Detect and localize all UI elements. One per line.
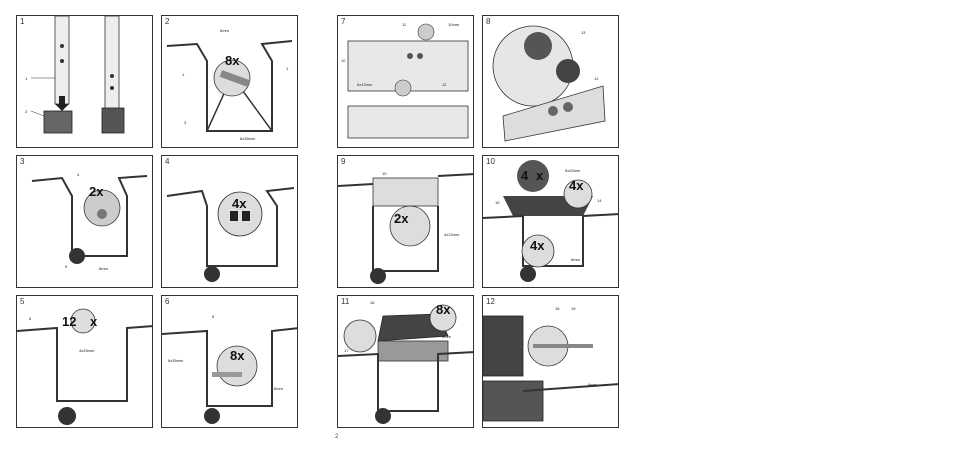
callout-label: 1: [25, 76, 28, 81]
step-number: 7: [341, 17, 346, 26]
callout-label: 11: [402, 22, 407, 27]
callout-label: 18: [555, 306, 560, 311]
quantity-label: 12: [62, 314, 77, 329]
control-panel-illustration: [347, 23, 469, 139]
step-number: 10: [486, 157, 495, 166]
callout-label: 6mm: [274, 386, 283, 391]
callout-label: 3: [184, 120, 187, 125]
callout-label: 14: [597, 198, 602, 203]
step-number: 12: [486, 297, 495, 306]
callout-label: 4x12mm: [444, 232, 460, 237]
callout-label: 10mm: [448, 22, 460, 27]
step-number: 5: [20, 297, 25, 306]
step-7-panel: 7 11 10mm 10 6x12mm 12: [337, 15, 474, 148]
page-number: 2: [335, 434, 339, 440]
callout-label: 19: [571, 306, 576, 311]
callout-label: 6mm: [442, 334, 451, 339]
callout-label: 6x35mm: [168, 358, 184, 363]
step-number: 11: [341, 297, 350, 306]
callout-label: 1: [182, 72, 185, 77]
quantity-label: 8x: [436, 302, 451, 317]
callout-label: 5: [65, 264, 68, 269]
step-1-panel: 1 1 2: [16, 15, 153, 148]
frame-caps-illustration: [166, 187, 295, 282]
callout-label: 6x35mm: [240, 136, 256, 141]
leg-assembly-illustration: [30, 16, 125, 134]
step-11-panel: 11 16 8x 17 6mm: [337, 295, 474, 428]
step-number: 9: [341, 157, 346, 166]
wheel-assembly-illustration: [31, 175, 148, 264]
quantity-label: x: [536, 168, 544, 183]
callout-label: 15: [495, 200, 500, 205]
callout-label: 10: [341, 58, 346, 63]
step-number: 8: [486, 17, 491, 26]
step-number: 6: [165, 297, 170, 306]
quantity-label: 8x: [225, 53, 240, 68]
step-5-panel: 5 6 12 x 4x25mm: [16, 295, 153, 428]
quantity-label: 2x: [394, 211, 409, 226]
callout-label: 6: [29, 316, 32, 321]
callout-label: 2: [25, 109, 28, 114]
quantity-label: 4x: [232, 196, 247, 211]
firebox-illustration: [483, 160, 618, 282]
grill-body-illustration: [338, 173, 473, 284]
callout-label: 1: [286, 66, 289, 71]
quantity-label: x: [90, 314, 98, 329]
callout-label: 8mm: [99, 266, 108, 271]
quantity-label: 2x: [89, 184, 104, 199]
step-number: 2: [165, 17, 170, 26]
callout-label: 6mm: [571, 257, 580, 262]
step-2-panel: 2 6mm 8x 1 1 3 6x35mm: [161, 15, 298, 148]
lid-assembly-illustration: [338, 304, 473, 424]
side-shelf-illustration: [17, 308, 152, 425]
callout-label: 6x12mm: [357, 82, 373, 87]
callout-label: 4: [77, 172, 80, 177]
step-4-panel: 4 4x: [161, 155, 298, 288]
quantity-label: 4x: [530, 238, 545, 253]
callout-label: 17: [344, 348, 349, 353]
quantity-label: 4: [521, 168, 529, 183]
callout-label: 6mm: [220, 28, 229, 33]
step-3-panel: 3 4 2x 5 8mm: [16, 155, 153, 288]
callout-label: 12: [594, 76, 599, 81]
step-number: 4: [165, 157, 170, 166]
frame-assembly-illustration: [166, 40, 293, 132]
callout-label: 8: [212, 314, 215, 319]
callout-label: 13: [581, 30, 586, 35]
step-8-panel: 8 13 12: [482, 15, 619, 148]
step-10-panel: 10 4 x 5x20mm 4x 15 14 4x 6mm: [482, 155, 619, 288]
callout-label: 6mm: [588, 382, 597, 387]
quantity-label: 4x: [569, 178, 584, 193]
step-12-panel: 12 18 19 6mm: [482, 295, 619, 428]
quantity-label: 8x: [230, 348, 245, 363]
step-number: 3: [20, 157, 25, 166]
callout-label: 4x25mm: [79, 348, 95, 353]
handle-assembly-illustration: [483, 315, 618, 422]
callout-label: 16: [370, 300, 375, 305]
knob-assembly-illustration: [492, 25, 606, 142]
callout-label: 10: [382, 171, 387, 176]
step-6-panel: 6 8 6x35mm 8x 6mm: [161, 295, 298, 428]
step-9-panel: 9 10 2x 4x12mm: [337, 155, 474, 288]
callout-label: 12: [442, 82, 447, 87]
shelf-bolts-illustration: [162, 327, 297, 424]
step-number: 1: [20, 17, 25, 26]
callout-label: 5x20mm: [565, 168, 581, 173]
